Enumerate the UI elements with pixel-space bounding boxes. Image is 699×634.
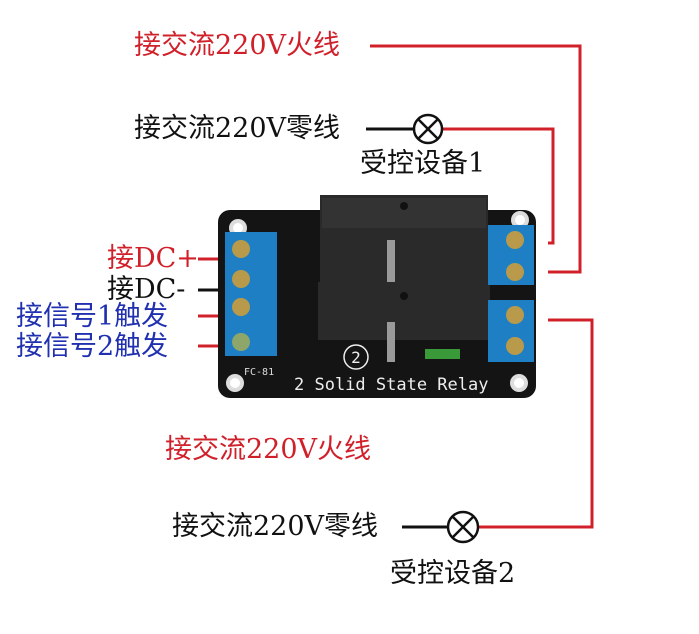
device2-label: 受控设备2 — [390, 558, 516, 589]
dc-minus-label: 接DC- — [107, 274, 186, 305]
relay-1 — [320, 195, 488, 295]
relay-board: 2 2 Solid State Relay FC-81 — [218, 195, 536, 398]
bottom-neutral-label: 接交流220V零线 — [172, 511, 379, 542]
device2-lamp-icon — [446, 510, 480, 544]
signal2-label: 接信号2触发 — [16, 331, 169, 362]
device1-label: 受控设备1 — [360, 148, 486, 179]
board-title: 2 Solid State Relay — [294, 375, 488, 395]
relay-2 — [318, 282, 490, 362]
signal1-label: 接信号1触发 — [16, 301, 169, 332]
top-neutral-wire — [366, 127, 555, 245]
device1-lamp-icon — [412, 113, 444, 145]
channel-mark-circle — [343, 344, 369, 370]
top-live-label: 接交流220V火线 — [134, 30, 341, 61]
input-terminal-block — [225, 232, 277, 356]
fuse — [425, 349, 460, 359]
bottom-wire — [402, 318, 594, 529]
output-terminal-blocks — [488, 225, 534, 362]
board-model: FC-81 — [244, 367, 274, 378]
top-live-wire — [370, 44, 582, 274]
dc-plus-label: 接DC+ — [107, 243, 199, 274]
top-neutral-label: 接交流220V零线 — [134, 113, 341, 144]
bottom-live-label: 接交流220V火线 — [165, 434, 372, 465]
channel-mark: 2 — [351, 348, 361, 367]
